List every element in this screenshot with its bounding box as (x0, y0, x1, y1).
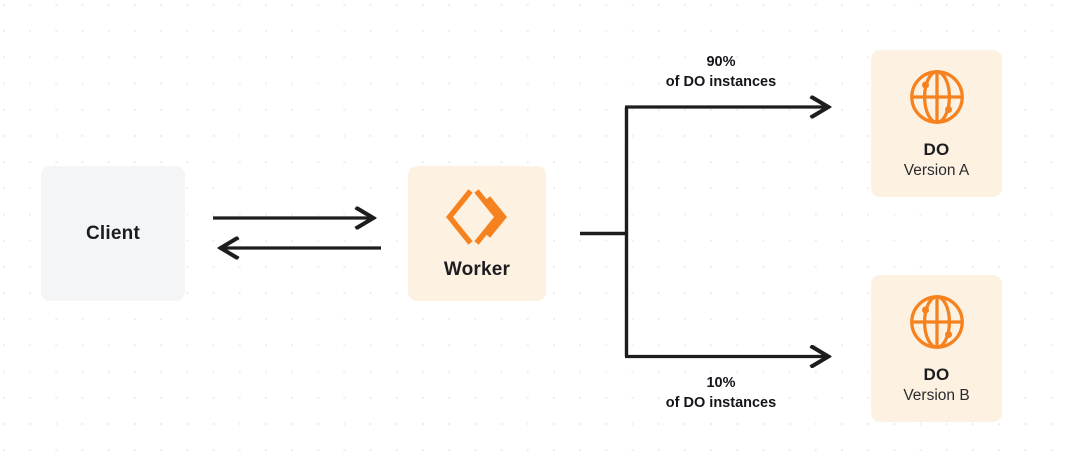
edge-label-do-b: 10% of DO instances (630, 374, 812, 413)
edge-label-do-a-percent: 90% (706, 54, 736, 70)
node-client-label: Client (86, 222, 140, 244)
edge-label-do-a-desc: of DO instances (665, 73, 777, 90)
cloudflare-workers-icon (446, 187, 508, 247)
globe-icon (908, 68, 966, 126)
edge-label-do-b-desc: of DO instances (665, 394, 777, 411)
node-do-version-b[interactable]: DO Version B (871, 275, 1002, 422)
edge-label-do-b-percent: 10% (706, 375, 736, 391)
node-do-a-title: DO (923, 139, 950, 159)
globe-icon (908, 293, 966, 351)
node-do-b-subtitle: Version B (903, 386, 970, 404)
node-do-b-title: DO (923, 364, 950, 384)
node-worker[interactable]: Worker (408, 166, 546, 301)
node-do-version-a[interactable]: DO Version A (871, 50, 1002, 197)
node-client[interactable]: Client (41, 166, 185, 301)
node-do-a-subtitle: Version A (903, 161, 970, 179)
split-bus-connector (580, 107, 629, 357)
node-worker-label: Worker (443, 258, 511, 280)
edge-label-do-a: 90% of DO instances (630, 53, 812, 92)
